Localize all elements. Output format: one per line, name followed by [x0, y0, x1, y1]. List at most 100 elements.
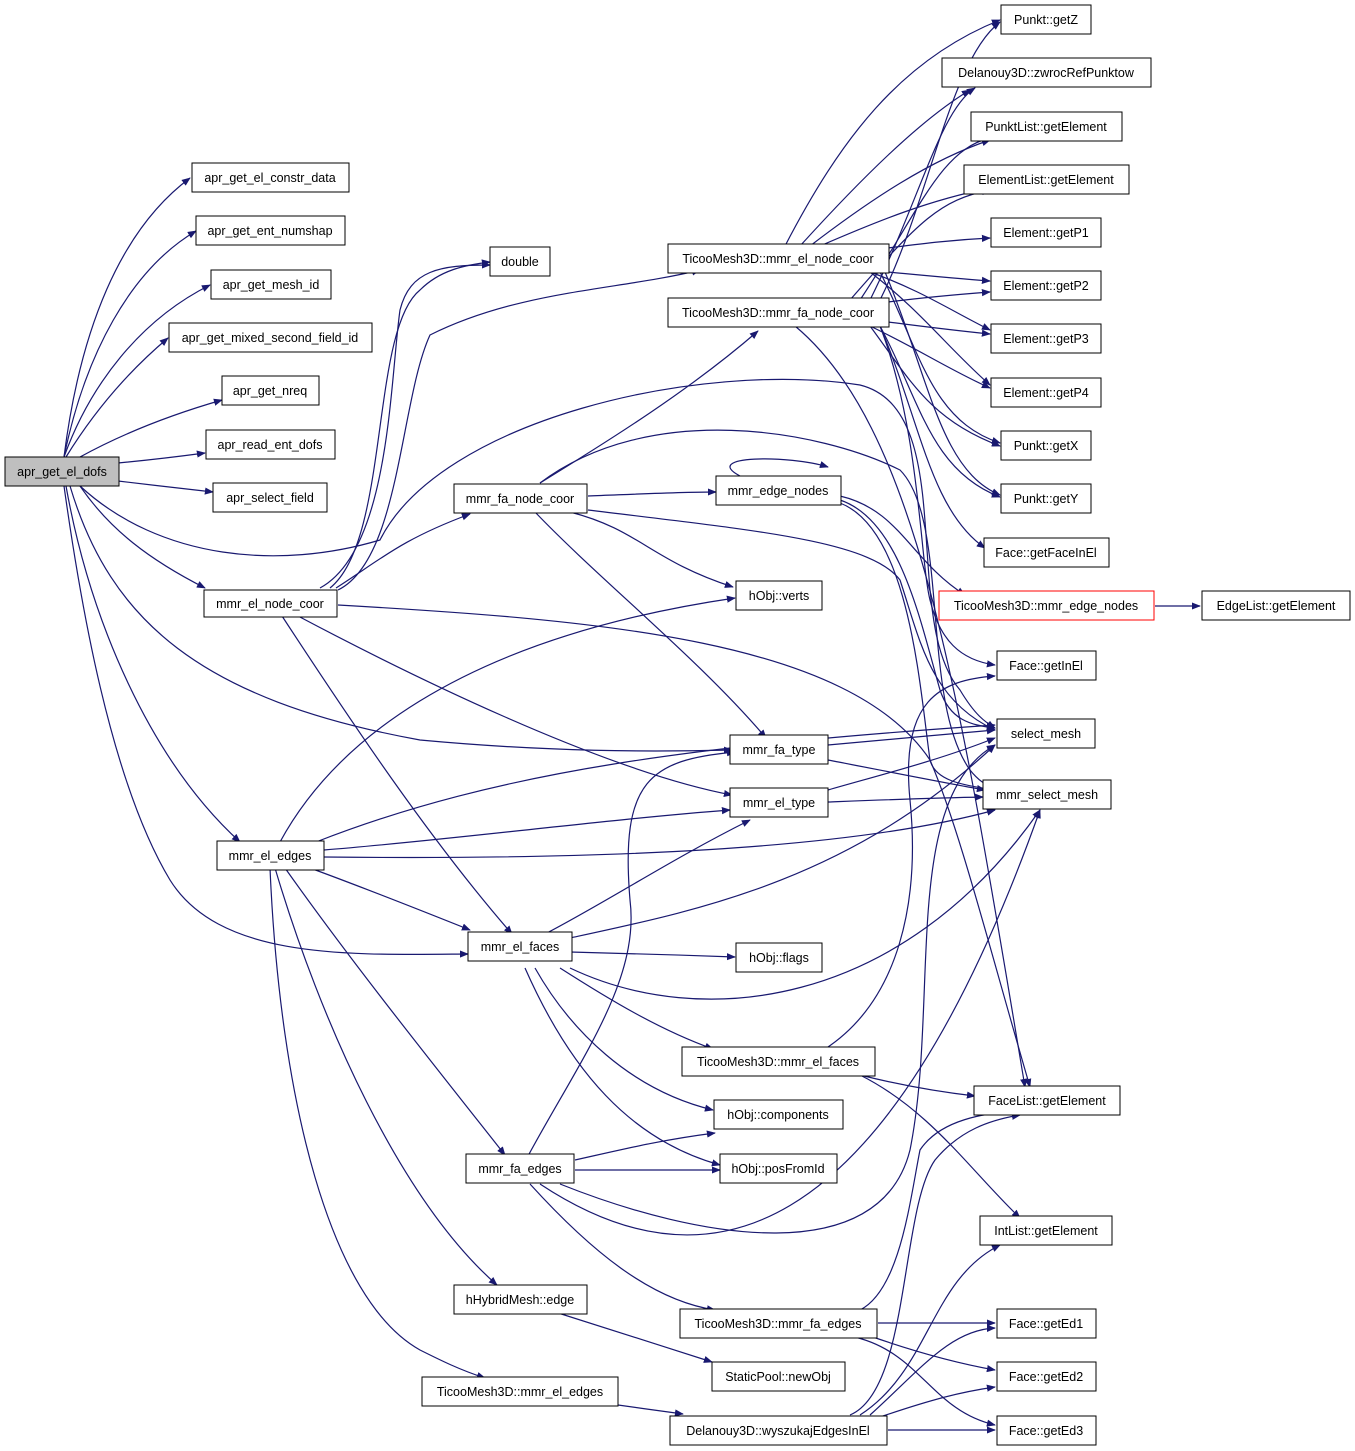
node-label: Punkt::getY: [1014, 492, 1079, 506]
node-label: FaceList::getElement: [988, 1094, 1106, 1108]
edge-root-to-mmr-fa-type: [69, 485, 733, 754]
edge-ticoo-el-to-gety: [884, 271, 1001, 496]
node-label: Delanouy3D::wyszukajEdgesInEl: [686, 1424, 869, 1438]
node-facelist-getelement[interactable]: FaceList::getElement: [973, 1085, 1121, 1116]
node-apr-get-nreq[interactable]: apr_get_nreq: [221, 375, 320, 406]
edge-ticoo-el-faces-to-face-getinel: [824, 672, 996, 1050]
node-mmr-fa-edges[interactable]: mmr_fa_edges: [465, 1153, 575, 1184]
node-face-geted1[interactable]: Face::getEd1: [996, 1308, 1097, 1339]
node-hobj-components[interactable]: hObj::components: [713, 1099, 844, 1130]
node-mmr-el-faces[interactable]: mmr_el_faces: [467, 931, 573, 962]
edge-mmr-el-faces-to-ticoo-el-faces: [559, 967, 714, 1050]
node-label: hHybridMesh::edge: [466, 1293, 574, 1307]
node-label: ElementList::getElement: [978, 173, 1114, 187]
node-face-getinel[interactable]: Face::getInEl: [996, 650, 1097, 681]
node-delanouy3d-wyszukajedgesinel[interactable]: Delanouy3D::wyszukajEdgesInEl: [669, 1415, 888, 1446]
node-ticoomesh3d-mmr-el-faces[interactable]: TicooMesh3D::mmr_el_faces: [681, 1046, 876, 1077]
node-apr-get-el-dofs[interactable]: apr_get_el_dofs: [4, 456, 120, 487]
edge-mmr-edge-nodes-self-loop: [729, 458, 829, 477]
node-intlist-getelement[interactable]: IntList::getElement: [979, 1215, 1113, 1246]
node-punkt-gety[interactable]: Punkt::getY: [1000, 483, 1092, 514]
node-element-getp1[interactable]: Element::getP1: [990, 217, 1102, 248]
node-label: mmr_select_mesh: [996, 788, 1098, 802]
edge-root-to-mmr-el-edges: [65, 485, 241, 843]
node-punktlist-getelement[interactable]: PunktList::getElement: [970, 111, 1123, 142]
edge-mmr-fa-edges-to-mmr-fa-type: [527, 749, 736, 1157]
node-mmr-fa-node-coor[interactable]: mmr_fa_node_coor: [453, 483, 588, 514]
edge-root-to-apr-get-el-constr-data: [63, 177, 191, 458]
node-mmr-edge-nodes[interactable]: mmr_edge_nodes: [715, 475, 842, 506]
node-ticoomesh3d-mmr-edge-nodes[interactable]: TicooMesh3D::mmr_edge_nodes: [938, 590, 1155, 621]
node-ticoomesh3d-mmr-fa-edges[interactable]: TicooMesh3D::mmr_fa_edges: [679, 1308, 878, 1339]
node-ticoomesh3d-mmr-fa-node-coor[interactable]: TicooMesh3D::mmr_fa_node_coor: [667, 297, 890, 328]
node-apr-get-mesh-id[interactable]: apr_get_mesh_id: [210, 269, 332, 300]
node-face-geted2[interactable]: Face::getEd2: [996, 1361, 1097, 1392]
edge-el-node-coor-to-facelist-getelement: [337, 604, 1032, 1088]
node-hobj-posfromid[interactable]: hObj::posFromId: [719, 1153, 838, 1184]
edge-ticoo-fa-to-getx: [869, 325, 1001, 447]
node-apr-read-ent-dofs[interactable]: apr_read_ent_dofs: [205, 429, 336, 460]
edge-mmr-fa-edges-to-mmr-select-mesh: [539, 809, 1041, 1236]
node-ticoomesh3d-mmr-el-node-coor[interactable]: TicooMesh3D::mmr_el_node_coor: [667, 243, 890, 274]
node-mmr-select-mesh[interactable]: mmr_select_mesh: [982, 779, 1112, 810]
edge-mmr-el-edges-to-mmr-el-type: [323, 807, 731, 851]
edge-mmr-el-edges-to-hobj-verts: [279, 595, 736, 843]
node-edgelist-getelement[interactable]: EdgeList::getElement: [1201, 590, 1351, 621]
node-mmr-el-node-coor[interactable]: mmr_el_node_coor: [203, 589, 338, 618]
node-label: Element::getP4: [1003, 386, 1089, 400]
node-select-mesh[interactable]: select_mesh: [996, 718, 1096, 749]
node-hobj-flags[interactable]: hObj::flags: [735, 942, 823, 973]
edge-hhybridmesh-edge-to-staticpool: [554, 1311, 713, 1363]
edge-el-node-coor-to-double-1: [319, 261, 491, 589]
node-apr-get-el-constr-data[interactable]: apr_get_el_constr_data: [191, 162, 350, 193]
edge-root-to-mmr-el-node-coor: [79, 485, 206, 589]
node-apr-get-mixed-second-field-id[interactable]: apr_get_mixed_second_field_id: [168, 322, 373, 353]
node-element-getp3[interactable]: Element::getP3: [990, 323, 1102, 354]
edge-mmr-el-edges-to-mmr-fa-edges: [284, 867, 506, 1156]
node-label: apr_get_mesh_id: [223, 278, 320, 292]
edge-ticoo-fa-edges-to-geted2: [869, 1335, 996, 1373]
node-label: mmr_edge_nodes: [728, 484, 829, 498]
edge-el-node-coor-to-mmr-el-type: [297, 615, 733, 798]
node-label: apr_select_field: [226, 491, 314, 505]
node-apr-get-ent-numshap[interactable]: apr_get_ent_numshap: [195, 215, 346, 246]
node-elementlist-getelement[interactable]: ElementList::getElement: [963, 164, 1130, 195]
node-label: TicooMesh3D::mmr_fa_edges: [695, 1317, 862, 1331]
edge-root-to-apr-select-field: [117, 480, 214, 495]
node-double[interactable]: double: [489, 246, 551, 277]
edge-mmr-el-type-to-mmr-select-mesh: [827, 793, 984, 803]
node-label: TicooMesh3D::mmr_el_node_coor: [682, 252, 873, 266]
node-label: Punkt::getX: [1014, 439, 1079, 453]
edge-ticoo-el-faces-to-facelist: [859, 1074, 976, 1099]
node-label: TicooMesh3D::mmr_edge_nodes: [954, 599, 1138, 613]
node-element-getp4[interactable]: Element::getP4: [990, 377, 1102, 408]
edge-root-to-apr-get-mixed-second-field-id: [65, 337, 169, 458]
edge-wyszukaj-to-geted1: [869, 1324, 996, 1416]
node-mmr-fa-type[interactable]: mmr_fa_type: [729, 734, 829, 765]
node-ticoomesh3d-mmr-el-edges[interactable]: TicooMesh3D::mmr_el_edges: [421, 1376, 619, 1407]
node-hhybridmesh-edge[interactable]: hHybridMesh::edge: [453, 1284, 588, 1315]
edge-mmr-el-edges-to-ticoo-el-edges: [269, 867, 486, 1379]
edge-ticoo-fa-to-facelist: [794, 325, 1028, 1088]
node-staticpool-newobj[interactable]: StaticPool::newObj: [711, 1361, 846, 1392]
node-label: apr_get_el_dofs: [17, 465, 107, 479]
node-face-getfaceinel[interactable]: Face::getFaceInEl: [983, 537, 1110, 568]
edge-mmr-edge-nodes-to-ticoo-edge-nodes: [839, 495, 966, 596]
node-hobj-verts[interactable]: hObj::verts: [735, 580, 823, 611]
node-apr-select-field[interactable]: apr_select_field: [212, 482, 328, 513]
edge-root-to-mmr-el-faces: [63, 485, 469, 958]
node-punkt-getx[interactable]: Punkt::getX: [1000, 430, 1092, 461]
edge-ticoo-fa-to-getp2: [887, 289, 991, 303]
edge-fa-node-coor-to-mmr-edge-nodes: [587, 488, 717, 497]
edge-mmr-el-faces-to-hobj-posfromid: [524, 967, 721, 1167]
node-delanouy3d-zwrocrefpunktow[interactable]: Delanouy3D::zwrocRefPunktow: [941, 57, 1152, 88]
edge-ticoo-el-edges-to-wyszukaj: [617, 1404, 684, 1417]
node-mmr-el-type[interactable]: mmr_el_type: [729, 787, 829, 818]
node-face-geted3[interactable]: Face::getEd3: [996, 1415, 1097, 1446]
node-mmr-el-edges[interactable]: mmr_el_edges: [216, 840, 325, 871]
edge-ticoo-fa-to-face-getinel: [879, 325, 996, 668]
node-label: Face::getFaceInEl: [995, 546, 1096, 560]
node-punkt-getz[interactable]: Punkt::getZ: [1000, 4, 1092, 35]
node-element-getp2[interactable]: Element::getP2: [990, 270, 1102, 301]
